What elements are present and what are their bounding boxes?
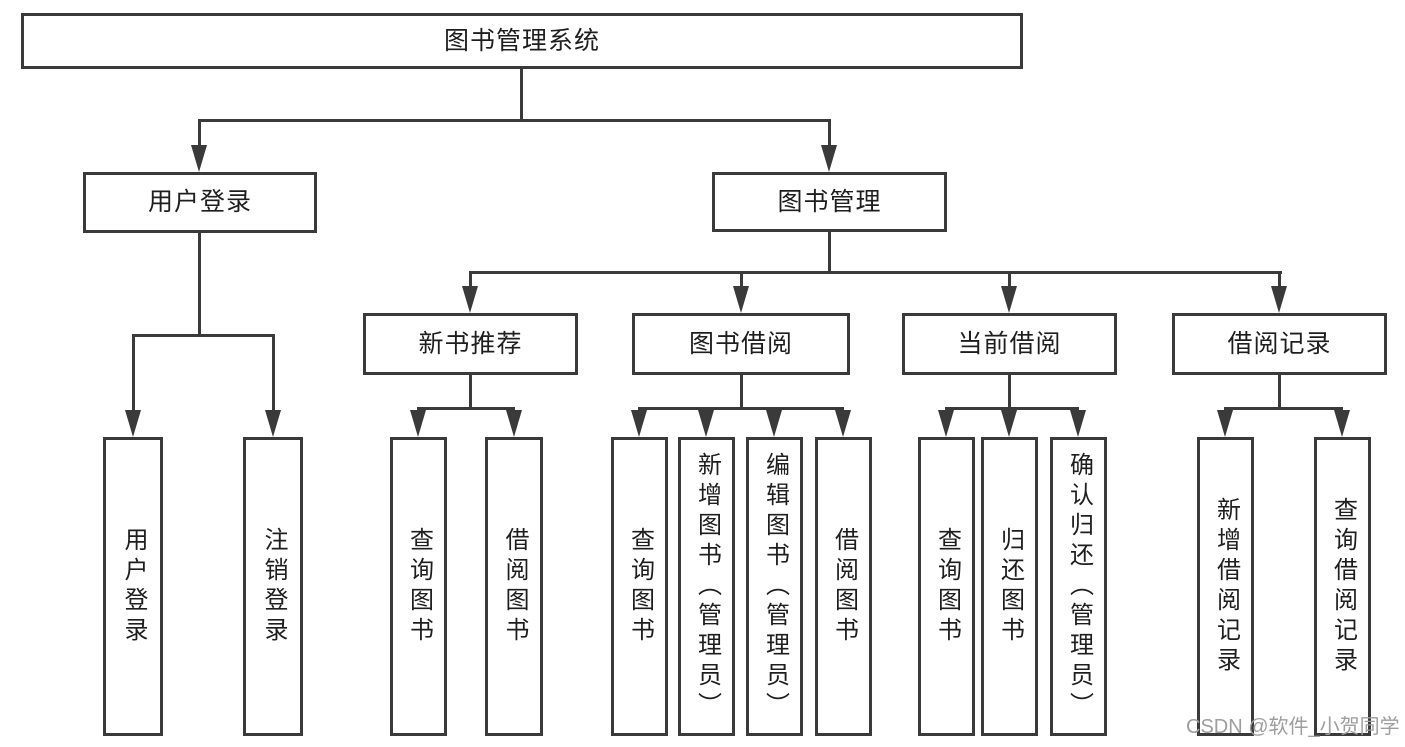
node-user-login: 用户登录	[83, 172, 317, 233]
node-label: 借阅记录	[1227, 329, 1332, 358]
node-label: 用户登录	[147, 188, 252, 216]
connector-line	[1008, 374, 1011, 410]
leaf-add-borrow-record: 新增借阅记录	[1197, 437, 1254, 736]
leaf-borrow-book-recommend: 借阅图书	[485, 437, 543, 736]
arrow-head	[698, 410, 714, 437]
arrow-head	[191, 145, 207, 172]
connector-line	[1224, 407, 1343, 410]
arrow-head	[1334, 410, 1350, 437]
leaf-return-book: 归还图书	[981, 437, 1038, 736]
connector-line	[638, 407, 844, 410]
arrow-head	[733, 286, 749, 313]
node-label: 图书借阅	[688, 329, 793, 358]
node-label: 图书管理	[777, 187, 882, 216]
connector-line	[828, 119, 831, 147]
connector-line	[469, 374, 472, 410]
node-book-borrow: 图书借阅	[632, 313, 850, 375]
node-borrow-record: 借阅记录	[1172, 313, 1387, 375]
node-label: 图书管理系统	[443, 26, 600, 55]
arrow-head	[1001, 286, 1017, 313]
connector-line	[1278, 374, 1281, 410]
arrow-head	[835, 410, 851, 437]
connector-line	[198, 119, 831, 122]
connector-line	[828, 231, 831, 274]
leaf-query-borrow-record: 查询借阅记录	[1314, 437, 1371, 736]
leaf-label: 查询图书	[626, 526, 654, 647]
leaf-label: 查询图书	[405, 526, 433, 647]
arrow-head	[462, 286, 478, 313]
node-new-book-recommend: 新书推荐	[363, 313, 578, 375]
leaf-logout: 注销登录	[243, 437, 303, 736]
node-current-borrow: 当前借阅	[902, 313, 1117, 375]
arrow-head	[1217, 410, 1233, 437]
connector-line	[198, 119, 201, 147]
arrow-head	[1271, 286, 1287, 313]
connector-line	[945, 407, 1079, 410]
leaf-user-login: 用户登录	[103, 437, 163, 736]
connector-line	[132, 334, 275, 337]
leaf-label: 新增借阅记录	[1212, 496, 1240, 677]
arrow-head	[938, 410, 954, 437]
leaf-label: 查询借阅记录	[1329, 496, 1357, 677]
connector-line	[198, 232, 201, 336]
leaf-query-book-recommend: 查询图书	[390, 437, 447, 736]
leaf-label: 归还图书	[996, 526, 1024, 647]
leaf-add-book-admin: 新增图书（管理员）	[678, 437, 735, 736]
leaf-borrow-book: 借阅图书	[815, 437, 872, 736]
leaf-label: 借阅图书	[830, 526, 858, 647]
leaf-label: 编辑图书（管理员）	[761, 451, 789, 722]
arrow-head	[410, 410, 426, 437]
leaf-label: 用户登录	[120, 526, 147, 647]
arrow-head	[125, 410, 141, 437]
node-library-management-system: 图书管理系统	[21, 13, 1023, 69]
connector-line	[469, 271, 472, 288]
node-label: 当前借阅	[957, 329, 1062, 358]
leaf-query-book-borrow: 查询图书	[611, 437, 668, 736]
leaf-label: 注销登录	[260, 526, 287, 647]
connector-line	[132, 334, 135, 412]
leaf-label: 确认归还（管理员）	[1065, 451, 1093, 722]
node-label: 新书推荐	[418, 329, 523, 358]
connector-line	[740, 271, 743, 288]
arrow-head	[766, 410, 782, 437]
leaf-label: 查询图书	[933, 526, 961, 647]
connector-line	[740, 374, 743, 410]
connector-line	[520, 68, 523, 121]
leaf-confirm-return-admin: 确认归还（管理员）	[1050, 437, 1107, 736]
leaf-query-book-current: 查询图书	[918, 437, 975, 736]
connector-line	[1008, 271, 1011, 288]
node-book-management: 图书管理	[712, 172, 947, 232]
connector-line	[1278, 271, 1281, 288]
arrow-head	[821, 145, 837, 172]
connector-line	[417, 407, 515, 410]
arrow-head	[506, 410, 522, 437]
leaf-edit-book-admin: 编辑图书（管理员）	[746, 437, 803, 736]
leaf-label: 借阅图书	[501, 526, 528, 647]
leaf-label: 新增图书（管理员）	[693, 451, 721, 722]
connector-line	[469, 271, 1282, 274]
connector-line	[272, 334, 275, 412]
arrow-head	[1001, 410, 1017, 437]
csdn-watermark: CSDN @软件_小贺同学	[1186, 716, 1400, 738]
arrow-head	[631, 410, 647, 437]
arrow-head	[265, 410, 281, 437]
arrow-head	[1070, 410, 1086, 437]
